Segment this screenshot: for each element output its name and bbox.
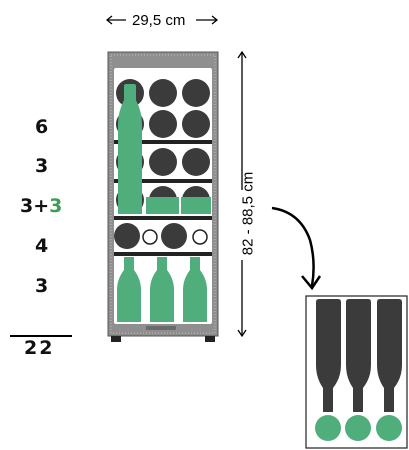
shelf-row-5	[117, 257, 207, 322]
width-arrow-icon	[105, 15, 219, 25]
shelf-divider	[114, 216, 212, 220]
bottle-icon	[377, 299, 402, 412]
bottle-icon	[316, 299, 341, 412]
total-divider	[10, 335, 72, 337]
height-arrow-icon	[237, 50, 247, 338]
width-dimension: 29,5 cm	[104, 10, 222, 30]
width-label: 29,5 cm	[132, 12, 186, 29]
row-count-3-extra: 3	[49, 195, 63, 217]
bottle-icon	[117, 257, 141, 322]
shelf-divider	[114, 179, 212, 183]
total-count: 22	[24, 337, 55, 359]
curved-arrow-icon	[271, 206, 322, 291]
bottle-icon	[118, 84, 142, 214]
bottle-icon	[346, 299, 371, 412]
detail-inset-illustration	[305, 295, 408, 449]
row-count-1: 6	[35, 116, 49, 138]
row-count-2: 3	[35, 155, 49, 177]
shelf-divider	[114, 252, 212, 256]
row-count-4: 4	[35, 235, 49, 257]
bottle-icon	[183, 257, 207, 322]
capacity-counts: 6 3 3+3 4 3 22	[0, 0, 90, 450]
shelf-row-4	[114, 223, 208, 249]
row-count-5: 3	[35, 275, 49, 297]
shelf-divider	[114, 140, 212, 144]
bottle-icon	[150, 257, 174, 322]
row-count-3: 3+3	[20, 195, 62, 217]
row-count-3-base: 3+	[20, 195, 50, 217]
